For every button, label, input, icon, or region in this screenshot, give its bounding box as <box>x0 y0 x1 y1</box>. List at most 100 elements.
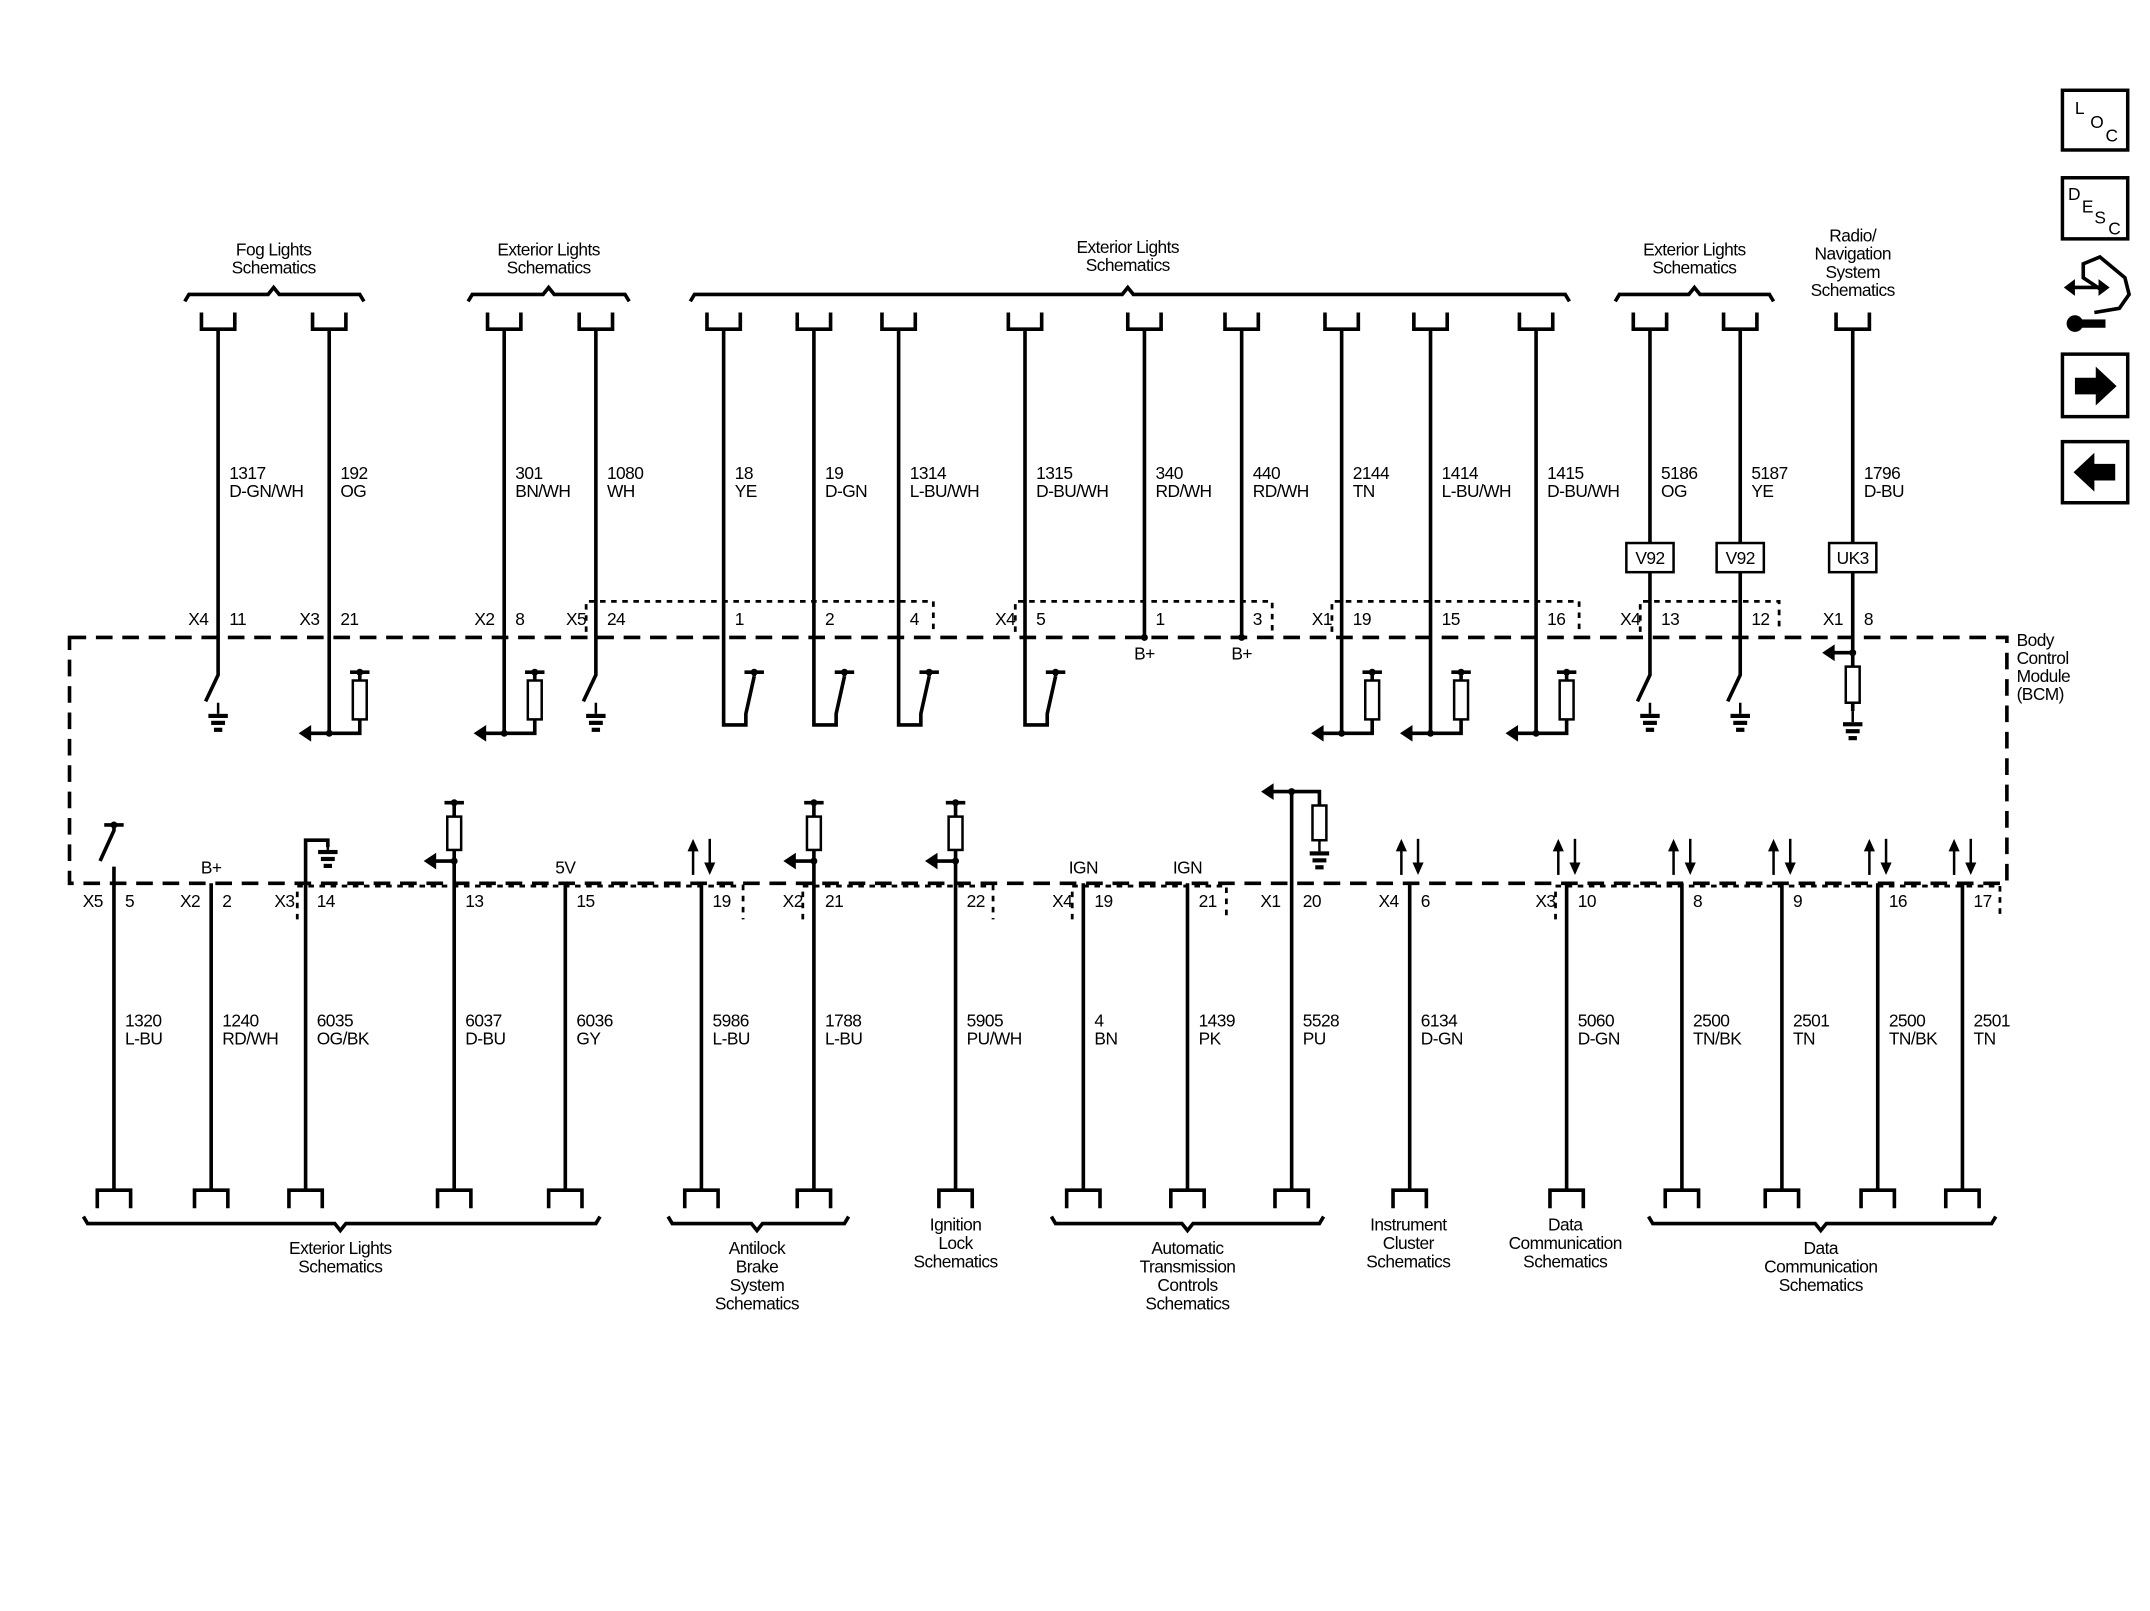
group-label: System <box>730 1275 785 1295</box>
ground-bar <box>1645 727 1655 732</box>
group-label: Data <box>1804 1238 1839 1258</box>
option-box <box>1625 541 1675 574</box>
circuit-number: 2144 <box>1353 463 1390 483</box>
junction-dot <box>925 668 933 676</box>
pin-number: 5 <box>125 891 134 911</box>
pin-number: 10 <box>1578 891 1596 911</box>
connector-id: X4 <box>995 609 1016 629</box>
wire-color: TN <box>1974 1028 1996 1048</box>
ground-bar <box>208 713 228 719</box>
connector-id: X5 <box>566 609 586 629</box>
desc-icon[interactable] <box>2060 176 2130 241</box>
next-page-button[interactable] <box>2060 352 2130 419</box>
previous-arrow-icon <box>2073 452 2116 492</box>
connector-id: X4 <box>1620 609 1641 629</box>
group-label: Exterior Lights <box>289 1238 392 1258</box>
ground-bar <box>588 720 603 725</box>
circuit-number: 6037 <box>465 1010 501 1030</box>
pin-number: 17 <box>1974 891 1992 911</box>
wire-color: PU <box>1303 1028 1326 1048</box>
bidirectional-arrows-icon <box>1552 838 1581 875</box>
group-label: Exterior Lights <box>1643 240 1746 260</box>
wire-color: OG <box>1661 481 1687 501</box>
loc-icon[interactable] <box>2060 88 2130 152</box>
wire-segment <box>327 329 362 736</box>
pin-number: 13 <box>1661 609 1679 629</box>
circuit-number: 5528 <box>1303 1010 1339 1030</box>
arrow-left-icon <box>1505 724 1519 742</box>
connector-outline <box>1638 599 1781 632</box>
junction-dot <box>356 668 364 676</box>
module-boundary <box>67 635 2009 886</box>
harness-connector <box>1943 1188 1981 1209</box>
junction-dot <box>1457 668 1465 676</box>
group-label: Schematics <box>1366 1251 1451 1271</box>
pin-number: 21 <box>1199 891 1217 911</box>
circuit-number: 1796 <box>1864 463 1900 483</box>
arrow-down-head <box>1880 862 1892 875</box>
pin-number: 16 <box>1889 891 1907 911</box>
connector-id: X1 <box>1823 609 1843 629</box>
group-brace <box>466 284 631 303</box>
harness-connector <box>287 1188 325 1209</box>
loc-button[interactable]: LOC <box>2060 88 2130 152</box>
circuit-number: 6134 <box>1421 1010 1458 1030</box>
pin-number: 20 <box>1303 891 1321 911</box>
harness-connector <box>192 1188 230 1209</box>
bidirectional-arrows-icon <box>1948 838 1977 875</box>
group-label: Controls <box>1157 1275 1218 1295</box>
connector-id: X3 <box>1535 891 1555 911</box>
circuit-number: 2501 <box>1974 1010 2010 1030</box>
junction-dot <box>500 729 508 737</box>
pin-number: 13 <box>465 891 483 911</box>
harness-connector <box>682 1188 720 1209</box>
ground-bar <box>320 856 335 862</box>
arrow-left-icon <box>925 852 938 870</box>
ground-bar <box>1843 722 1863 727</box>
junction-dot <box>325 729 333 737</box>
junction-dot <box>952 857 960 865</box>
group-label: Schematics <box>1086 255 1171 275</box>
previous-page-button[interactable] <box>2060 439 2130 505</box>
arrow-down-head <box>1412 862 1424 875</box>
connector-outline <box>295 884 745 920</box>
arrow-up-head <box>1395 838 1407 852</box>
pin-number: 19 <box>1353 609 1371 629</box>
group-label: Schematics <box>1779 1275 1864 1295</box>
ground-icon <box>1843 711 1863 741</box>
ground-bar <box>213 727 223 732</box>
module-label: Body <box>2017 630 2055 650</box>
circuit-number: 2500 <box>1889 1010 1925 1030</box>
connector-info-button[interactable] <box>2063 254 2132 332</box>
wrench-head-icon <box>2066 315 2084 332</box>
connector-id: X4 <box>1052 891 1073 911</box>
arrow-left-icon <box>423 852 437 870</box>
connector-id: X3 <box>299 609 319 629</box>
junction-dot <box>531 668 539 676</box>
pin-number: 22 <box>967 891 985 911</box>
junction-dot <box>1140 633 1148 641</box>
harness-connector <box>1721 312 1759 331</box>
group-brace <box>688 284 1571 303</box>
supply-label: B+ <box>201 858 222 878</box>
